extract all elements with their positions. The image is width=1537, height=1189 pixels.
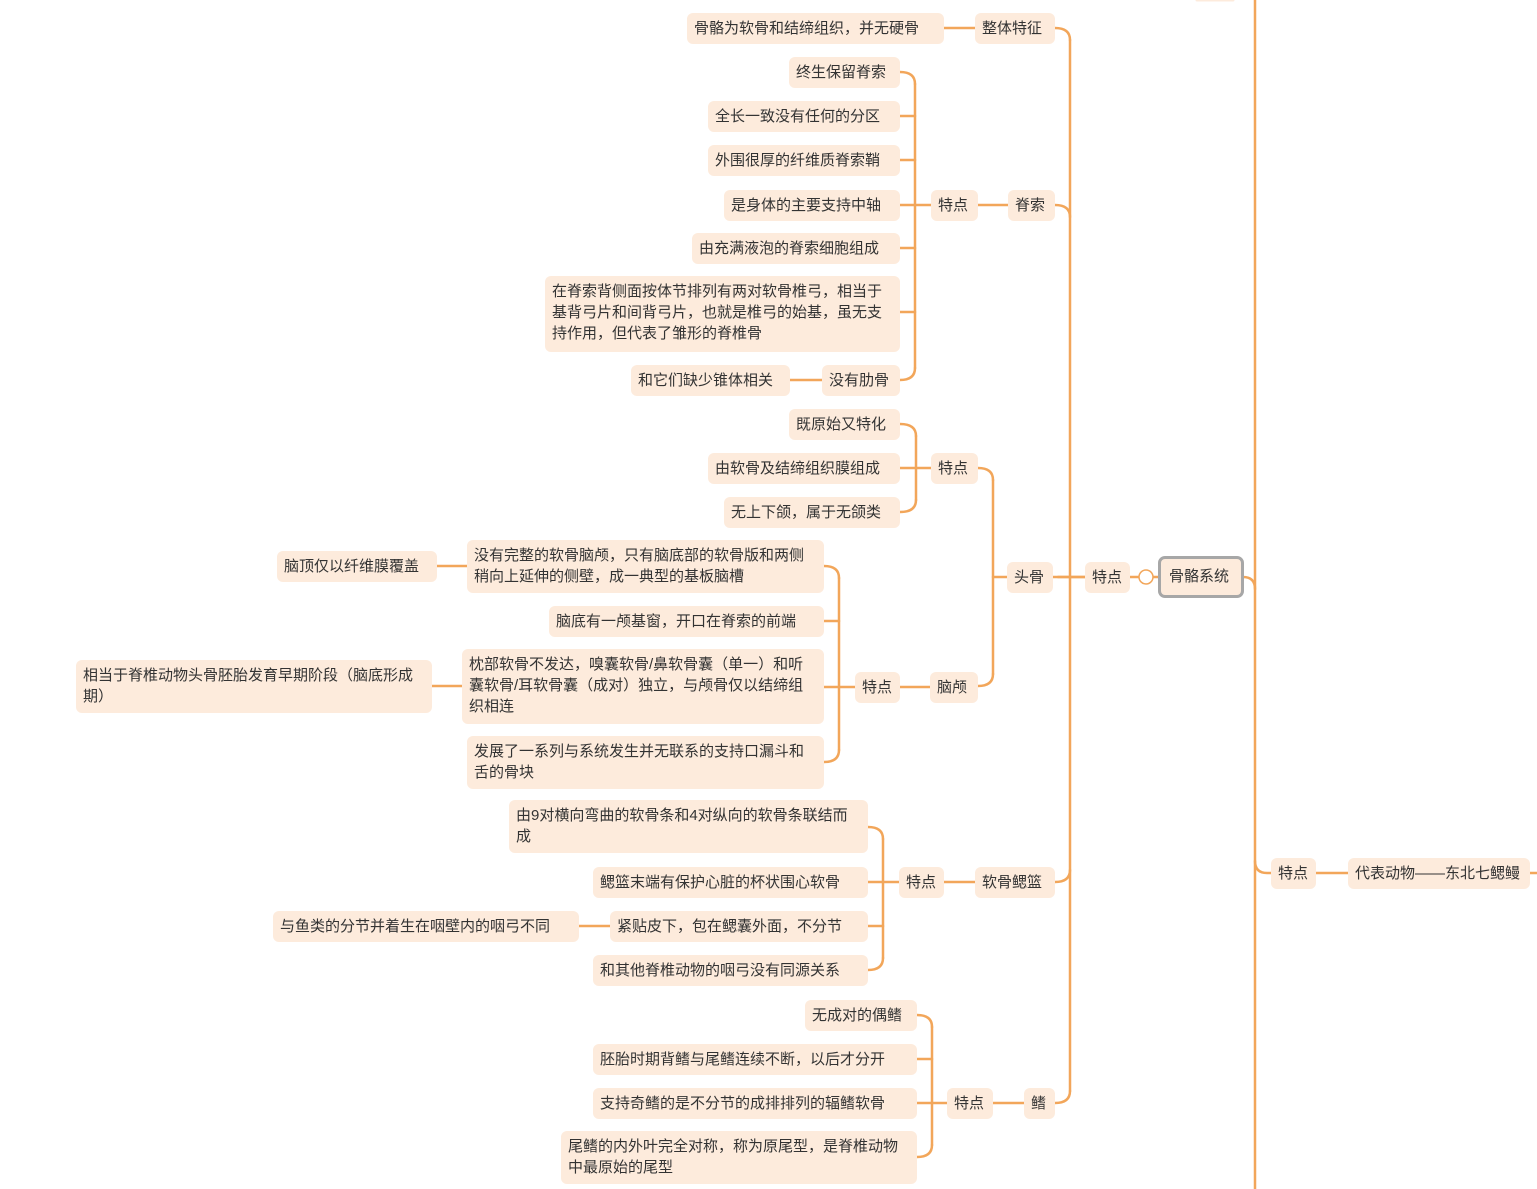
- cranium-item[interactable]: 脑底有一颅基窗，开口在脊索的前端: [549, 606, 824, 637]
- cranium-feature-node[interactable]: 特点: [855, 672, 900, 703]
- right-feature-node[interactable]: 特点: [1271, 858, 1316, 889]
- representative-animal-node[interactable]: 代表动物——东北七鳃鳗: [1348, 858, 1530, 889]
- collapse-toggle[interactable]: [1138, 569, 1154, 585]
- gill-basket-node[interactable]: 软骨鳃篮: [975, 867, 1055, 898]
- gill-feature-node[interactable]: 特点: [899, 867, 944, 898]
- skull-feature-item[interactable]: 既原始又特化: [789, 409, 900, 440]
- notochord-item[interactable]: 是身体的主要支持中轴: [724, 190, 900, 221]
- cranium-item[interactable]: 没有完整的软骨脑颅，只有脑底部的软骨版和两侧稍向上延伸的侧壁，成一典型的基板脑槽: [467, 540, 824, 593]
- gill-item[interactable]: 鳃篮末端有保护心脏的杯状围心软骨: [593, 867, 868, 898]
- fin-node[interactable]: 鳍: [1024, 1088, 1055, 1119]
- cranium-item[interactable]: 枕部软骨不发达，嗅囊软骨/鼻软骨囊（单一）和听囊软骨/耳软骨囊（成对）独立，与颅…: [462, 649, 824, 724]
- main-feature-node[interactable]: 特点: [1085, 562, 1130, 593]
- gill-item[interactable]: 紧贴皮下，包在鳃囊外面，不分节: [610, 911, 868, 942]
- cranium-node[interactable]: 脑颅: [930, 672, 978, 703]
- overall-feature-node[interactable]: 整体特征: [975, 13, 1055, 44]
- notochord-node[interactable]: 脊索: [1008, 190, 1055, 221]
- cranium-note[interactable]: 相当于脊椎动物头骨胚胎发育早期阶段（脑底形成期）: [76, 660, 432, 713]
- gill-item[interactable]: 由9对横向弯曲的软骨条和4对纵向的软骨条联结而成: [509, 800, 868, 853]
- skull-feature-item[interactable]: 无上下颌，属于无颌类: [724, 497, 900, 528]
- notochord-item[interactable]: 在脊索背侧面按体节排列有两对软骨椎弓，相当于基背弓片和间背弓片，也就是椎弓的始基…: [545, 276, 900, 352]
- fin-item[interactable]: 尾鳍的内外叶完全对称，称为原尾型，是脊椎动物中最原始的尾型: [561, 1131, 917, 1184]
- skull-feature-item[interactable]: 由软骨及结缔组织膜组成: [708, 453, 900, 484]
- notochord-item[interactable]: 外围很厚的纤维质脊索鞘: [708, 145, 900, 176]
- fin-item[interactable]: 支持奇鳍的是不分节的成排排列的辐鳍软骨: [593, 1088, 917, 1119]
- fin-feature-node[interactable]: 特点: [947, 1088, 993, 1119]
- skull-node[interactable]: 头骨: [1007, 562, 1053, 593]
- cranium-item[interactable]: 发展了一系列与系统发生并无联系的支持口漏斗和舌的骨块: [467, 736, 824, 789]
- notochord-item[interactable]: 由充满液泡的脊索细胞组成: [692, 233, 900, 264]
- root-node[interactable]: 骨骼系统: [1158, 556, 1244, 598]
- skull-feature-node[interactable]: 特点: [931, 453, 978, 484]
- gill-item[interactable]: 和其他脊椎动物的咽弓没有同源关系: [593, 955, 868, 986]
- overall-feature-text[interactable]: 骨骼为软骨和结缔组织，并无硬骨: [687, 13, 944, 44]
- notochord-item[interactable]: 终生保留脊索: [789, 57, 900, 88]
- notochord-feature-node[interactable]: 特点: [931, 190, 978, 221]
- fin-item[interactable]: 无成对的偶鳍: [805, 1000, 917, 1031]
- no-ribs-node[interactable]: 没有肋骨: [822, 365, 900, 396]
- no-ribs-detail[interactable]: 和它们缺少锥体相关: [631, 365, 790, 396]
- cranium-note[interactable]: 脑顶仅以纤维膜覆盖: [277, 551, 437, 582]
- notochord-item[interactable]: 全长一致没有任何的分区: [708, 101, 900, 132]
- gill-note[interactable]: 与鱼类的分节并着生在咽壁内的咽弓不同: [273, 911, 579, 942]
- fin-item[interactable]: 胚胎时期背鳍与尾鳍连续不断，以后才分开: [593, 1044, 917, 1075]
